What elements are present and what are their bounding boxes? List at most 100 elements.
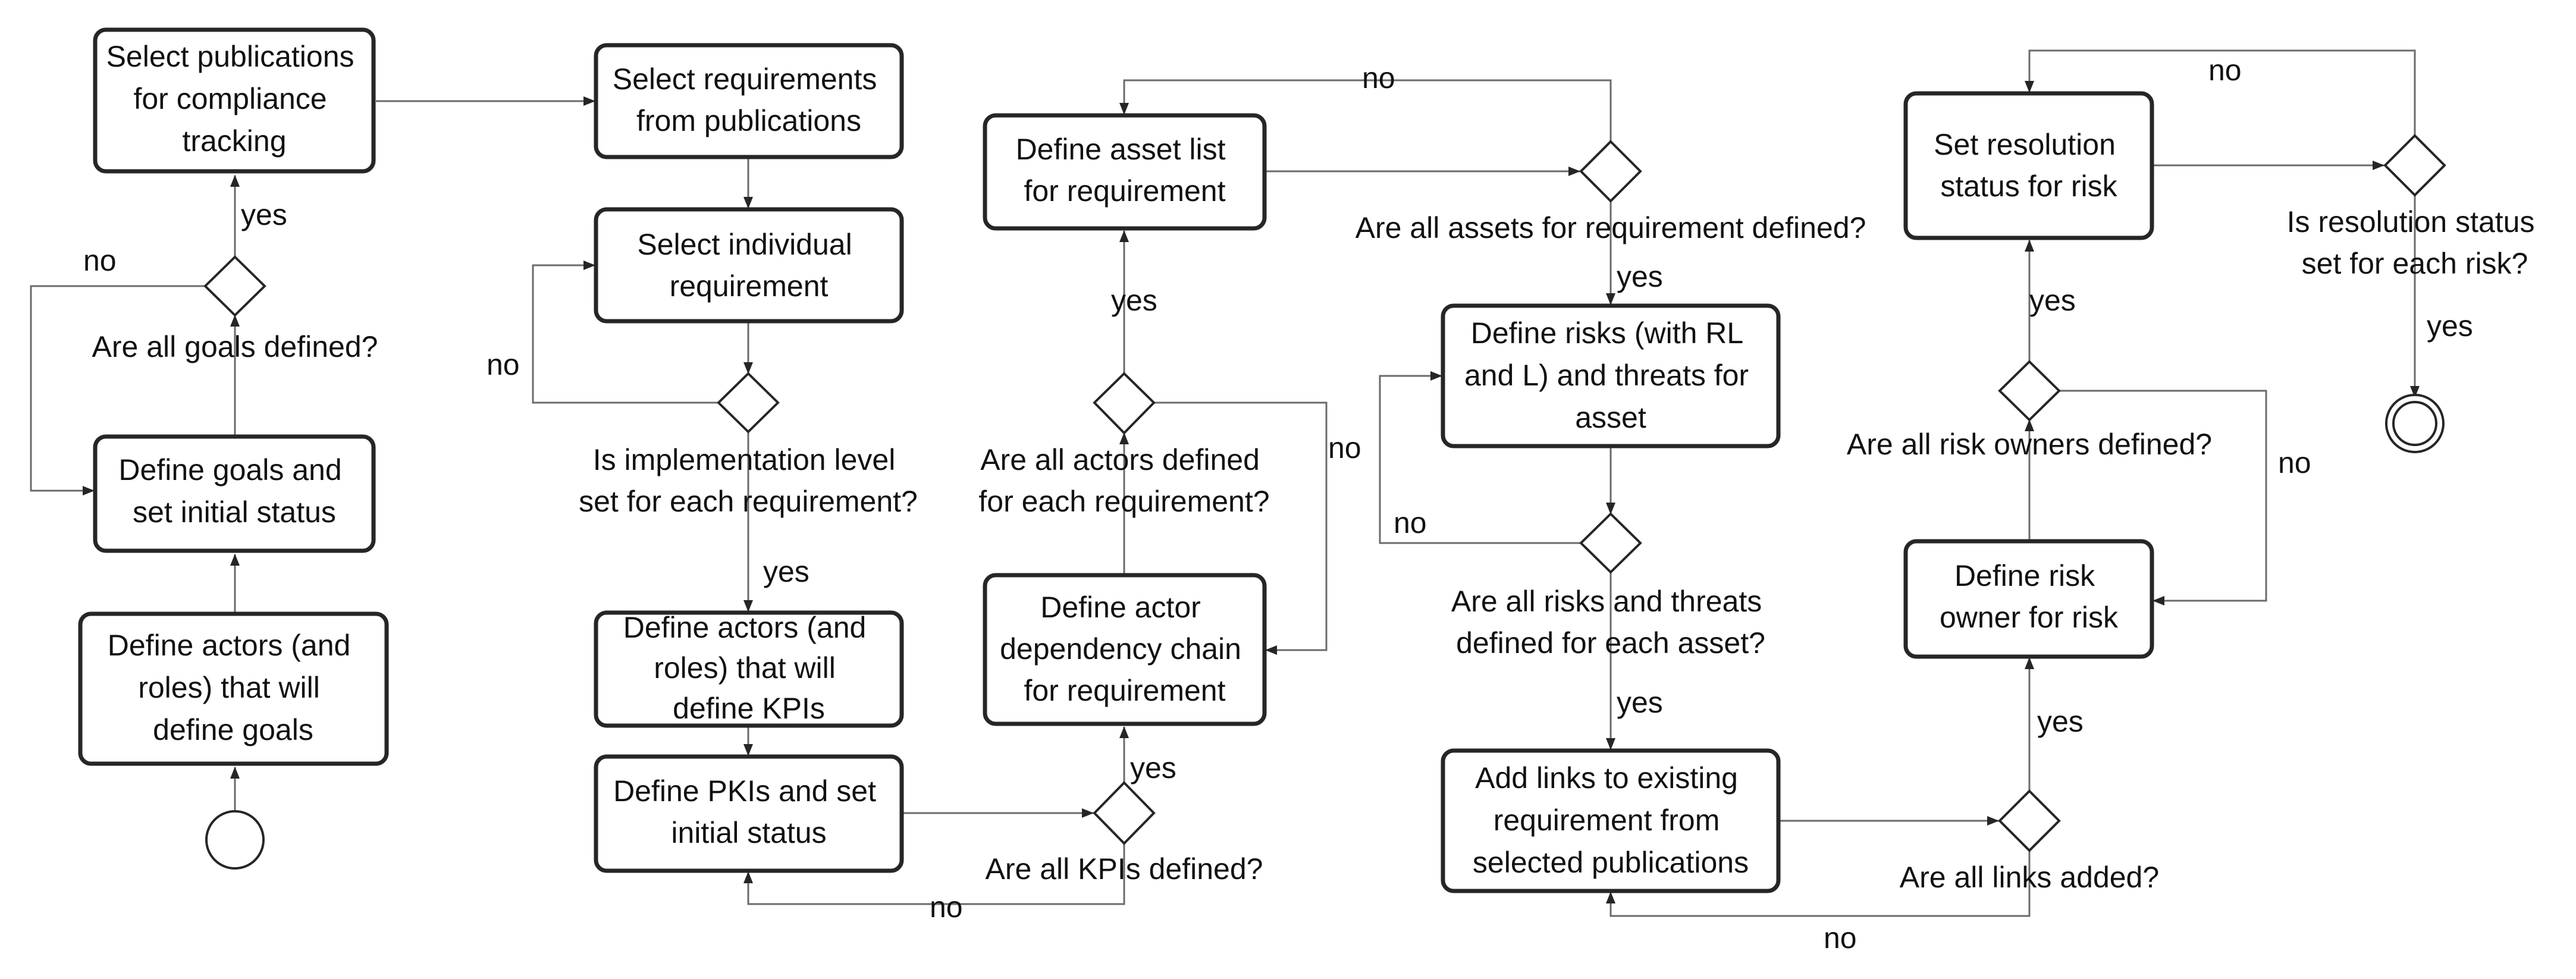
box-line: define KPIs: [673, 692, 825, 725]
edge-label-no: no: [1394, 506, 1427, 539]
activity-define-dependency-chain: Define actor dependency chain for requir…: [983, 573, 1267, 726]
activity-define-goals: Define goals and set initial status: [93, 434, 376, 553]
box-line: roles) that will: [138, 671, 320, 704]
edge-labels: yes no no yes no yes yes no no yes no ye…: [83, 54, 2473, 955]
box-line: Define actors (and: [108, 629, 351, 662]
box-line: tracking: [182, 124, 286, 158]
activity-select-requirements: Select requirements from publications: [594, 43, 904, 159]
box-line: selected publications: [1473, 846, 1749, 879]
edges: [30, 49, 2420, 917]
box-line: and L) and threats for: [1464, 359, 1749, 392]
edge-decision-owners-no: [2059, 390, 2267, 605]
activity-select-individual-requirement: Select individual requirement: [594, 207, 904, 324]
box-line: Select individual: [637, 228, 852, 261]
box-line: Define actor: [1040, 591, 1201, 624]
activity-select-publications: Select publications for compliance track…: [93, 27, 376, 174]
edge-label-yes: yes: [1617, 686, 1663, 719]
box-line: roles) that will: [654, 651, 836, 685]
decision-diamond: [1998, 360, 2061, 422]
box-line: Define goals and: [118, 453, 341, 487]
edge-decision-goals-no: [30, 285, 205, 495]
edge-label-yes: yes: [2427, 309, 2473, 343]
edge-label-no: no: [1328, 431, 1361, 465]
decision-diamond: [1579, 512, 1642, 574]
svg-text:Define asset list for re: Define asset list for requirement: [1016, 133, 1234, 208]
box-line: for compliance: [133, 82, 327, 115]
edge-decision-assets-no: [1119, 79, 1612, 142]
activity-define-pkis: Define PKIs and set initial status: [594, 754, 904, 873]
decision-label-goals: Are all goals defined?: [92, 330, 378, 363]
edge-label-yes: yes: [1130, 751, 1176, 785]
box-line: owner for risk: [1940, 601, 2119, 634]
activity-define-actors-kpis: Define actors (and roles) that will defi…: [594, 610, 904, 728]
edge-label-no: no: [2278, 446, 2311, 479]
edge-label-yes: yes: [1111, 284, 1157, 317]
box-line: dependency chain: [1000, 632, 1241, 666]
svg-text:Select individual requir: Select individual requirement: [637, 228, 860, 303]
edge-label-yes: yes: [763, 555, 809, 588]
decision-diamond: [717, 372, 780, 434]
edge-decision-impl-no: [532, 261, 718, 404]
box-line: Select publications: [106, 40, 354, 73]
activity-add-links: Add links to existing requirement from s…: [1441, 748, 1781, 893]
box-line: Define risk: [1954, 559, 2095, 592]
activity-set-resolution-status: Set resolution status for risk: [1903, 91, 2154, 240]
edge-decision-risks-no: [1379, 371, 1581, 544]
activity-define-risk-owner: Define risk owner for risk: [1903, 539, 2154, 659]
box-line: define goals: [153, 713, 313, 746]
svg-text:Add links to existing re: Add links to existing requirement from s…: [1473, 761, 1749, 879]
edge-label-yes: yes: [2037, 705, 2084, 738]
decision-diamond: [1093, 781, 1156, 845]
start-node: [205, 810, 265, 870]
edge-decision-actors-no: [1154, 401, 1328, 655]
box-line: for requirement: [1024, 174, 1225, 208]
decision-label-assets: Are all assets for requirement defined?: [1356, 211, 1866, 244]
svg-text:Set resolution status fo: Set resolution status for risk: [1934, 128, 2124, 203]
svg-text:Select publications for: Select publications for compliance track…: [106, 40, 363, 158]
box-line: requirement from: [1493, 804, 1720, 837]
decision-diamond: [1579, 140, 1642, 203]
edge-label-no: no: [487, 348, 520, 381]
box-line: status for risk: [1940, 170, 2117, 203]
decision-diamond: [203, 255, 266, 317]
box-line: for requirement: [1024, 674, 1225, 707]
end-node: [2385, 394, 2445, 453]
box-line: requirement: [670, 269, 829, 303]
box-line: Define PKIs and set: [613, 774, 876, 808]
box-line: from publications: [636, 104, 861, 137]
edge-decision-kpis-no: [743, 843, 1125, 905]
edge-label-no: no: [1362, 61, 1395, 95]
svg-text:Define actor dependency: Define actor dependency chain for requir…: [1000, 591, 1250, 707]
svg-text:Define risks (with RL an: Define risks (with RL and L) and threats…: [1464, 316, 1757, 434]
decision-label-owners: Are all risk owners defined?: [1847, 428, 2212, 461]
activity-define-risks: Define risks (with RL and L) and threats…: [1441, 303, 1781, 448]
box-line: Define actors (and: [623, 611, 867, 644]
activity-define-asset-list: Define asset list for requirement: [983, 113, 1267, 231]
svg-text:Define risk owner for ri: Define risk owner for risk: [1940, 559, 2119, 634]
svg-text:Define actors (and roles: Define actors (and roles) that will defi…: [108, 629, 359, 746]
box-line: Define asset list: [1016, 133, 1226, 166]
svg-text:Select requirements from: Select requirements from publications: [613, 62, 886, 137]
decision-label-resolution: Is resolution status set for each risk?: [2287, 205, 2543, 280]
decision-label-risks: Are all risks and threats defined for ea…: [1451, 585, 1770, 660]
decision-diamond: [2383, 134, 2446, 197]
edge-decision-links-no: [1606, 851, 2031, 917]
decision-label-implementation: Is implementation level set for each req…: [579, 443, 918, 518]
box-line: Define risks (with RL: [1471, 316, 1743, 350]
svg-text:Define goals and set ini: Define goals and set initial status: [118, 453, 350, 529]
box-line: asset: [1575, 401, 1646, 434]
edge-label-no: no: [83, 244, 117, 277]
box-line: Select requirements: [613, 62, 877, 96]
edge-label-no: no: [2208, 54, 2242, 87]
edge-label-no: no: [1824, 921, 1857, 955]
edge-label-yes: yes: [241, 198, 287, 231]
decision-diamond: [1998, 789, 2061, 852]
box-line: initial status: [671, 816, 826, 849]
svg-text:Define PKIs and set init: Define PKIs and set initial status: [613, 774, 884, 849]
box-line: Add links to existing: [1475, 761, 1738, 795]
edge-label-yes: yes: [2029, 284, 2076, 317]
edge-decision-resolution-no: [2025, 49, 2416, 136]
edge-label-yes: yes: [1617, 260, 1663, 293]
box-line: Set resolution: [1934, 128, 2116, 161]
